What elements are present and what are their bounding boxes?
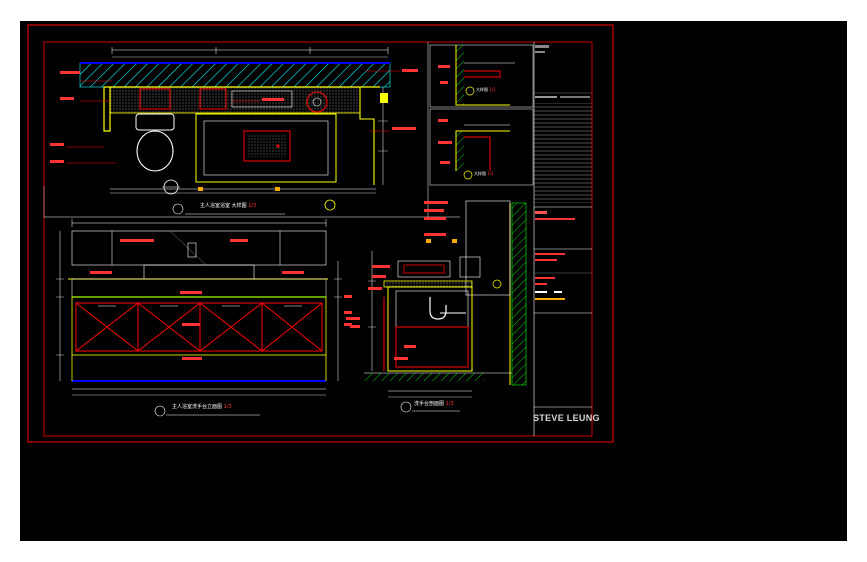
sheet-outer-frame xyxy=(27,24,614,443)
elevation-view-title: 主人浴室洗手台立面图 1/3 xyxy=(172,404,232,410)
detail-view-1[interactable] xyxy=(429,44,534,108)
toilet-tank-icon xyxy=(135,113,175,131)
title-block xyxy=(534,45,592,408)
callout-bubble-icon[interactable] xyxy=(324,199,336,211)
plan-view[interactable] xyxy=(50,47,418,215)
toilet-bowl-icon xyxy=(136,130,174,172)
plan-wall-hatch xyxy=(80,63,390,87)
vanity-elevation-view[interactable] xyxy=(56,219,352,417)
detail-view-2[interactable] xyxy=(429,108,534,186)
designer-brand-name: STEVE LEUNG xyxy=(533,413,600,423)
section-view-title: 洗手台剖面图 1/3 xyxy=(414,401,454,407)
section-wall-hatch xyxy=(511,202,527,386)
p-trap-icon xyxy=(429,297,447,320)
cad-viewport[interactable]: 主人浴室浴室 大样图 1/3 主人浴室洗手台立面图 1/3 洗手台剖面图 1/3… xyxy=(20,21,847,541)
cad-drawing-canvas[interactable] xyxy=(20,21,847,541)
sheet-inner-frame xyxy=(43,41,593,437)
round-basin-icon xyxy=(306,91,328,113)
plan-view-title: 主人浴室浴室 大样图 1/3 xyxy=(200,203,257,209)
vanity-section-view[interactable] xyxy=(346,200,527,413)
detail-1-title: 大样图 1/1 xyxy=(476,87,496,92)
detail-2-title: 大样图 1/1 xyxy=(474,171,494,176)
